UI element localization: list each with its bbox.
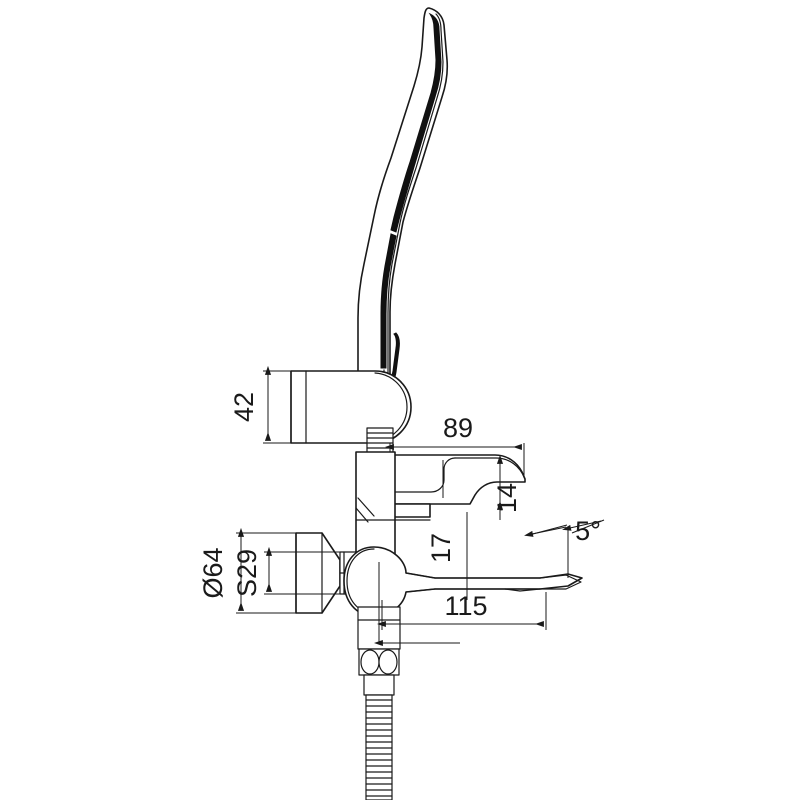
leader-line-lower-shank — [373, 562, 460, 647]
dimension-diameter-64: Ø64 — [198, 527, 296, 614]
dimension-height-42: 42 — [229, 365, 296, 444]
shower-outlet-ribbed-neck — [366, 427, 394, 455]
dimension-angle-5: 5° — [524, 516, 605, 578]
dimension-height-17: 17 — [426, 512, 468, 600]
dimension-length-115: 115 — [376, 591, 547, 630]
flexible-hose-ribs — [365, 694, 393, 800]
dimension-height-14: 14 — [442, 454, 522, 520]
hose-connection-and-flexible-hose — [357, 606, 401, 800]
dimension-length-89: 89 — [384, 413, 525, 478]
dimension-label-angle-5: 5° — [575, 516, 601, 546]
dimension-label-89: 89 — [443, 413, 473, 443]
dimension-spanner-29: S29 — [232, 546, 342, 597]
dimension-label-s29: S29 — [232, 549, 262, 597]
dimension-label-diameter-64: Ø64 — [198, 547, 228, 598]
dimension-label-42: 42 — [229, 392, 259, 422]
dimension-label-14: 14 — [492, 483, 522, 513]
dimension-label-17: 17 — [426, 533, 456, 563]
dimension-label-115: 115 — [444, 591, 487, 621]
